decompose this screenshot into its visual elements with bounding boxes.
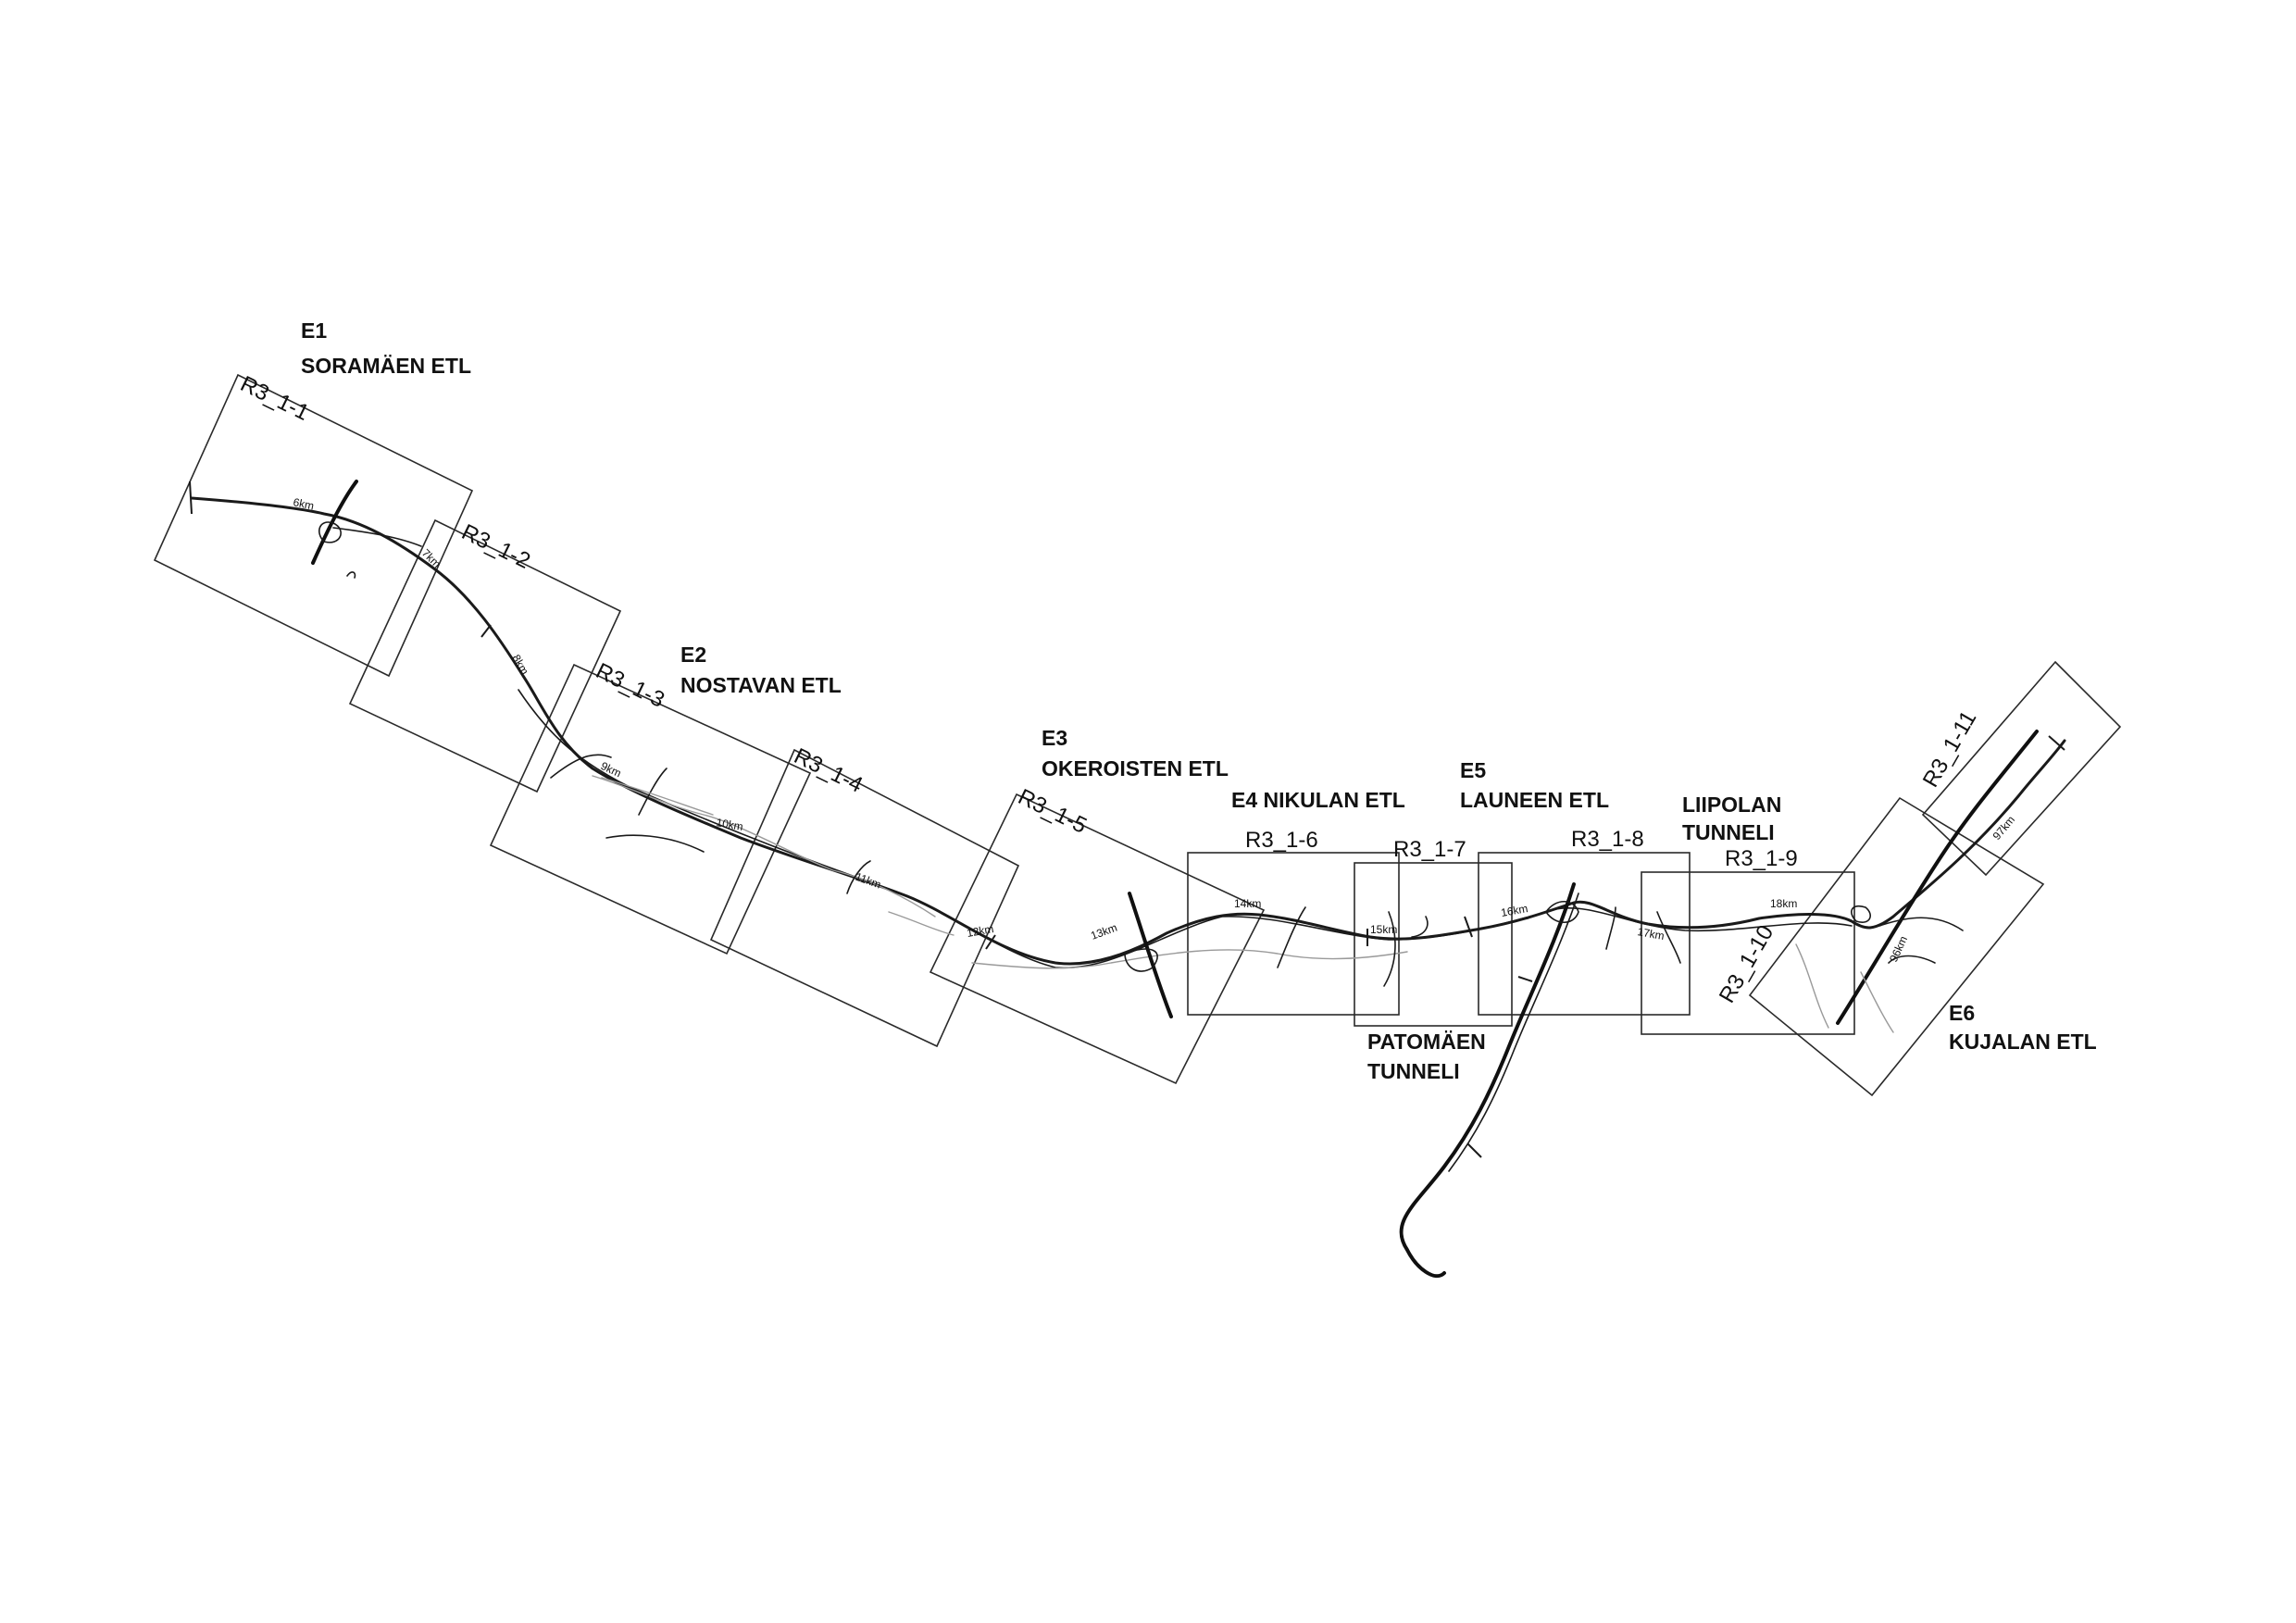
main-route: [190, 496, 2066, 969]
sheet-frames: [153, 373, 2122, 1097]
tick-12km: [985, 934, 996, 950]
secondary-road: [592, 775, 936, 918]
sheet-label-11: R3_1-11: [1918, 706, 1982, 792]
km-marker-17: 17km: [1636, 925, 1665, 943]
zone-label-e2: E2 NOSTAVAN ETL: [680, 643, 842, 697]
ramp-e2-b: [638, 768, 668, 816]
sheet-label-6: R3_1-6: [1245, 828, 1318, 853]
sheet-frame-5: [929, 793, 1266, 1085]
km-markers: 6km 7km 8km 9km 10km 11km 12km 13km 14km…: [292, 495, 2017, 964]
crossing-road-e3: [1128, 892, 1173, 1018]
sheet-label-1: R3_1-1: [236, 371, 313, 426]
branch-road-south: [1399, 882, 1576, 1279]
ramp-e2-c: [601, 777, 714, 816]
cross-ticks: [189, 481, 2065, 1158]
local-road: [971, 949, 1408, 969]
km-marker-11: 11km: [854, 870, 883, 892]
sheet-frame-6: [1187, 852, 1400, 1016]
zone-label-liipola: LIIPOLAN TUNNELI: [1682, 793, 1788, 844]
ramp-e6-c: [1888, 955, 1936, 964]
sheet-frame-10: [1748, 796, 2045, 1097]
sheet-labels: R3_1-1 R3_1-2 R3_1-3 R3_1-4 R3_1-5 R3_1-…: [236, 371, 1981, 1007]
crossing-road-patomaki-b: [1411, 916, 1429, 938]
crossing-road-e2: [550, 754, 612, 779]
tick-south-2: [1517, 976, 1533, 982]
ramp-e6-e: [1860, 971, 1894, 1033]
start-tick: [189, 481, 193, 515]
sheet-frame-11: [1921, 660, 2122, 877]
km-marker-13: 13km: [1089, 921, 1118, 943]
zone-label-patomaki: PATOMÄEN TUNNELI: [1367, 1030, 1491, 1083]
crossing-road-e6: [1836, 730, 2039, 1025]
ramp-e3-a: [1124, 948, 1158, 972]
ramp-e6-d: [1795, 943, 1829, 1029]
km-marker-97: 97km: [1990, 813, 2018, 842]
km-marker-12: 12km: [966, 922, 994, 940]
crossing-road-patomaki: [1383, 911, 1396, 987]
tick-south-1: [1466, 1142, 1482, 1158]
ramp-e6-a: [1851, 905, 1871, 923]
zone-label-e5: E5 LAUNEEN ETL: [1460, 758, 1609, 812]
zone-label-e6: E6 KUJALAN ETL: [1949, 1001, 2097, 1054]
crossing-road-e1: [311, 480, 358, 565]
ramp-e5-a: [1545, 900, 1579, 924]
km-marker-15: 15km: [1370, 923, 1397, 936]
km-marker-18: 18km: [1770, 897, 1797, 910]
sheet-frame-1: [153, 373, 474, 678]
sheet-frame-9: [1641, 871, 1855, 1035]
sheet-label-7: R3_1-7: [1393, 837, 1466, 862]
sheet-label-2: R3_1-2: [457, 519, 534, 574]
km-marker-6: 6km: [292, 495, 315, 512]
km-marker-7: 7km: [419, 546, 443, 570]
crossing-road-e4: [1277, 906, 1306, 968]
sheet-frame-3: [489, 663, 812, 955]
tick-8km: [480, 624, 492, 638]
motorway-line: [190, 496, 2066, 966]
interchanges: [311, 480, 2039, 1279]
sheet-label-3: R3_1-3: [592, 658, 668, 713]
sheet-label-4: R3_1-4: [790, 743, 867, 798]
ramp-e2-a: [605, 834, 705, 853]
sheet-label-8: R3_1-8: [1571, 827, 1644, 852]
motorway-parallel: [518, 689, 1853, 969]
zone-label-e1: E1 SORAMÄEN ETL: [301, 318, 471, 378]
km-marker-14: 14km: [1234, 897, 1261, 910]
sheet-label-9: R3_1-9: [1725, 846, 1798, 871]
crossing-road-liipola: [1656, 911, 1681, 964]
ramp-e1-a: [318, 521, 342, 543]
ramp-11km: [888, 911, 955, 936]
km-marker-8: 8km: [509, 653, 530, 678]
ramp-e1-c: [346, 571, 356, 579]
end-tick: [2048, 735, 2065, 751]
sheet-frame-8: [1478, 852, 1691, 1016]
sheet-label-10: R3_1-10: [1715, 921, 1778, 1007]
sheet-frame-4: [709, 748, 1020, 1048]
km-marker-10: 10km: [715, 816, 743, 833]
km-marker-16: 16km: [1500, 902, 1529, 919]
branch-road-south-parallel: [1448, 893, 1579, 1172]
crossing-road-11km: [846, 860, 871, 894]
sheet-frame-7: [1354, 862, 1513, 1027]
sheet-label-5: R3_1-5: [1014, 784, 1091, 839]
zone-labels: E1 SORAMÄEN ETL E2 NOSTAVAN ETL E3 OKERO…: [301, 318, 2097, 1083]
ramp-e6-b: [1878, 917, 1964, 931]
crossing-road-e5-b: [1605, 906, 1616, 950]
tick-16km: [1464, 916, 1473, 938]
sheet-frame-2: [348, 518, 622, 793]
zone-label-e4: E4 NIKULAN ETL: [1231, 788, 1405, 812]
ramp-e1-b: [332, 527, 422, 547]
zone-label-e3: E3 OKEROISTEN ETL: [1042, 726, 1229, 780]
